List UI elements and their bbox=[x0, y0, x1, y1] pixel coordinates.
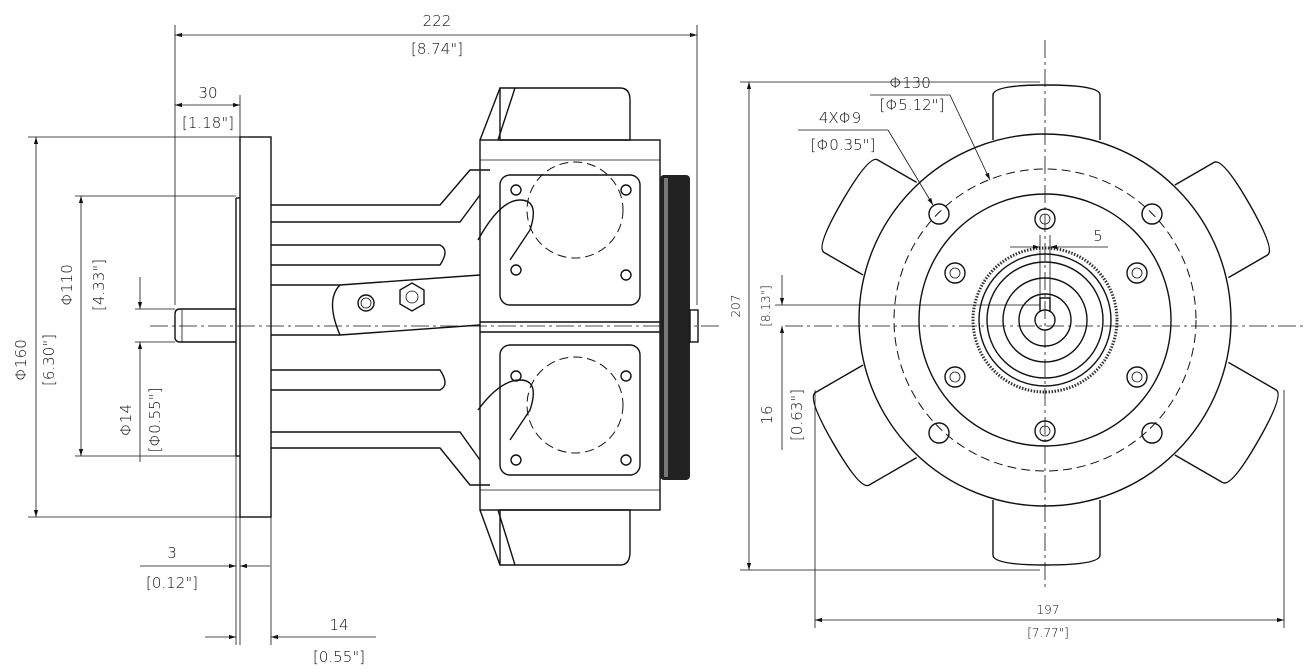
dim-pilot-depth: 3 bbox=[167, 544, 177, 562]
mounting-holes bbox=[928, 203, 1163, 444]
side-view bbox=[150, 87, 720, 566]
front-view bbox=[785, 40, 1305, 590]
flange bbox=[239, 136, 272, 518]
arms bbox=[271, 169, 490, 486]
dim-shaft-length: 30 bbox=[198, 84, 217, 102]
dim-flange-thickness: 14 bbox=[329, 616, 348, 634]
dim-holes-in: [Φ0.35"] bbox=[811, 136, 876, 154]
dim-overall-width-in: [7.77"] bbox=[1027, 626, 1069, 640]
dim-flange-thickness-in: [0.55"] bbox=[313, 648, 365, 666]
dim-overall-height: 207 bbox=[729, 295, 743, 318]
socket-screws bbox=[944, 208, 1148, 442]
dim-bolt-circle: Φ130 bbox=[889, 74, 931, 92]
dim-shaft-diameter-in: [Φ0.55"] bbox=[146, 388, 164, 453]
valve-block bbox=[477, 87, 661, 566]
dim-shaft-height: 16 bbox=[758, 405, 776, 424]
arms bbox=[812, 84, 1279, 566]
dim-shaft-diameter: Φ14 bbox=[117, 404, 135, 436]
side-dimensions: 222 [8.74"] 30 [1.18"] Φ160 [6.30"] Φ110… bbox=[12, 12, 698, 666]
dim-shaft-height-in: [0.63"] bbox=[788, 389, 806, 441]
dim-pilot-diameter-in: [4.33"] bbox=[90, 259, 108, 311]
dim-flange-diameter-in: [6.30"] bbox=[40, 334, 58, 386]
bolt-circle bbox=[893, 168, 1197, 472]
dim-overall-length-in: [8.74"] bbox=[411, 40, 463, 58]
front-dimensions: Φ130 [Φ5.12"] 4XΦ9 [Φ0.35"] 5 207 [8.13"… bbox=[729, 74, 1285, 640]
dim-flange-diameter: Φ160 bbox=[12, 339, 30, 381]
dim-shaft-length-in: [1.18"] bbox=[182, 114, 234, 132]
dim-holes: 4XΦ9 bbox=[819, 109, 861, 127]
dim-overall-length: 222 bbox=[423, 12, 452, 30]
dim-key-width: 5 bbox=[1093, 227, 1103, 245]
dim-overall-width: 197 bbox=[1037, 603, 1060, 617]
dim-pilot-diameter: Φ110 bbox=[58, 264, 76, 306]
knurled-handwheel bbox=[660, 175, 699, 480]
dim-bolt-circle-in: [Φ5.12"] bbox=[880, 96, 945, 114]
dim-pilot-depth-in: [0.12"] bbox=[146, 574, 198, 592]
dim-overall-height-in: [8.13"] bbox=[759, 285, 773, 327]
shaft bbox=[174, 308, 236, 343]
